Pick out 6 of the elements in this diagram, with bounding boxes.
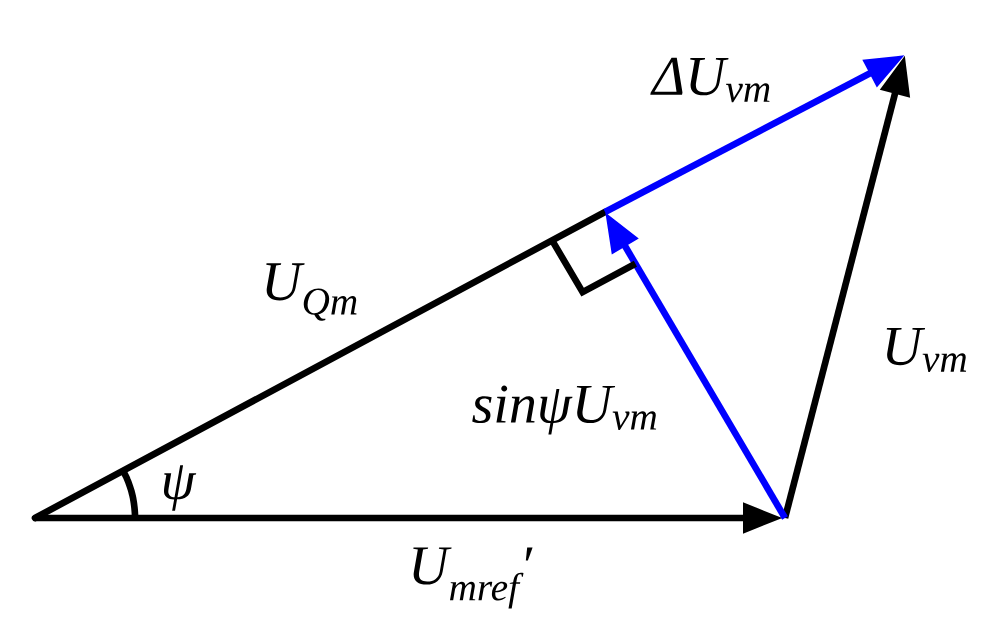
math-label: sinψU$_{vm}$ bbox=[472, 385, 657, 435]
math-label: ψ bbox=[163, 465, 197, 511]
math-label: ΔU$_{vm}$ bbox=[650, 57, 770, 103]
math-label: U$_{mref}$′ bbox=[413, 547, 533, 609]
math-label: U$_{Qm}$ bbox=[266, 263, 357, 321]
math-label: U$_{vm}$ bbox=[886, 327, 967, 373]
